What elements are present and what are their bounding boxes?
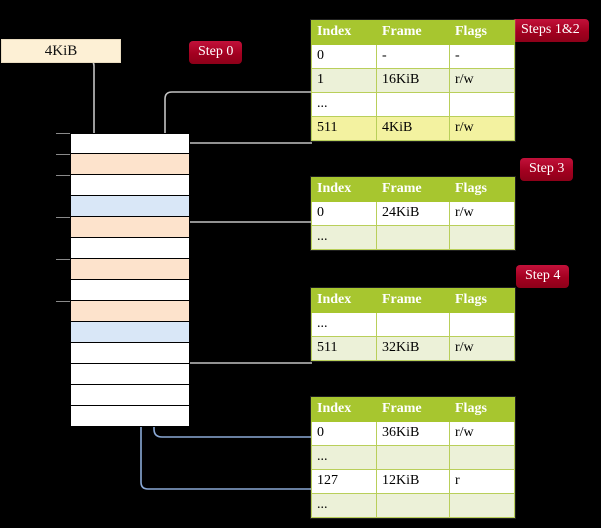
column-header-flags: Flags [449, 177, 515, 202]
table-cell: r/w [449, 336, 515, 361]
memory-frame [70, 175, 190, 196]
memory-frame [70, 406, 190, 427]
memory-tick [56, 259, 70, 260]
memory-tick [56, 154, 70, 155]
table-cell: ... [311, 312, 377, 337]
badge-step-0: Step 0 [189, 41, 243, 64]
badge-step-3-label: Step 3 [529, 161, 565, 176]
table-cell: ... [311, 225, 377, 250]
memory-tick [56, 133, 70, 134]
table-cell: 24KiB [376, 201, 450, 226]
table-cell: 0 [311, 44, 377, 69]
memory-frame [70, 301, 190, 322]
vaddr-box-label: 4KiB [44, 43, 78, 59]
column-header-frame: Frame [376, 288, 450, 313]
badge-step-4: Step 4 [516, 265, 570, 288]
column-header-index: Index [311, 177, 377, 202]
table-cell [449, 225, 515, 250]
column-header-flags: Flags [449, 397, 515, 422]
table-cell: 4KiB [376, 116, 450, 141]
memory-frame [70, 364, 190, 385]
table-cell: r/w [449, 421, 515, 446]
table-cell [449, 493, 515, 518]
vaddr-box: 4KiB [1, 39, 121, 63]
table-cell: 511 [311, 116, 377, 141]
memory-frame [70, 238, 190, 259]
table-cell: r/w [449, 116, 515, 141]
table-cell [449, 312, 515, 337]
memory-tick [56, 217, 70, 218]
memory-frame [70, 385, 190, 406]
table-cell: 511 [311, 336, 377, 361]
table-cell: 12KiB [376, 469, 450, 494]
table-cell: 0 [311, 201, 377, 226]
table-row: ... [311, 312, 515, 337]
column-header-flags: Flags [449, 20, 515, 45]
table-cell: - [376, 44, 450, 69]
badge-step-3: Step 3 [520, 158, 574, 181]
memory-frame [70, 154, 190, 175]
wire-step4 [171, 310, 312, 364]
column-header-index: Index [311, 20, 377, 45]
memory-tick [56, 301, 70, 302]
badge-step-0-label: Step 0 [198, 44, 234, 59]
table-row: ... [311, 493, 515, 518]
memory-tick [56, 175, 70, 176]
table-cell [449, 92, 515, 117]
column-header-index: Index [311, 397, 377, 422]
table-cell: 16KiB [376, 68, 450, 93]
memory-frame [70, 196, 190, 217]
table-cell: 0 [311, 421, 377, 446]
memory-frame [70, 259, 190, 280]
table-cell: ... [311, 445, 377, 470]
badge-steps-1-2: Steps 1&2 [512, 19, 589, 42]
badge-step-4-label: Step 4 [525, 268, 561, 283]
table-row: ... [311, 445, 515, 470]
badge-steps-1-2-label: Steps 1&2 [521, 22, 580, 37]
table-row: 0-- [311, 44, 515, 69]
memory-frame [70, 133, 190, 154]
table-cell: r [449, 469, 515, 494]
table-cell [376, 493, 450, 518]
table-cell: ... [311, 493, 377, 518]
table-row: ... [311, 225, 515, 250]
memory-frame [70, 280, 190, 301]
column-header-frame: Frame [376, 397, 450, 422]
table-cell [449, 445, 515, 470]
table-cell [376, 445, 450, 470]
memory-frame [70, 217, 190, 238]
table-cell [376, 225, 450, 250]
column-header-frame: Frame [376, 177, 450, 202]
table-cell: 1 [311, 68, 377, 93]
table-cell: - [449, 44, 515, 69]
table-row: ... [311, 92, 515, 117]
table-cell: 127 [311, 469, 377, 494]
table-cell [376, 312, 450, 337]
physical-memory-column [70, 133, 190, 427]
table-cell: 32KiB [376, 336, 450, 361]
table-cell: 36KiB [376, 421, 450, 446]
table-cell: ... [311, 92, 377, 117]
table-cell: r/w [449, 68, 515, 93]
table-cell [376, 92, 450, 117]
memory-frame [70, 322, 190, 343]
column-header-frame: Frame [376, 20, 450, 45]
column-header-flags: Flags [449, 288, 515, 313]
table-cell: r/w [449, 201, 515, 226]
memory-frame [70, 343, 190, 364]
column-header-index: Index [311, 288, 377, 313]
